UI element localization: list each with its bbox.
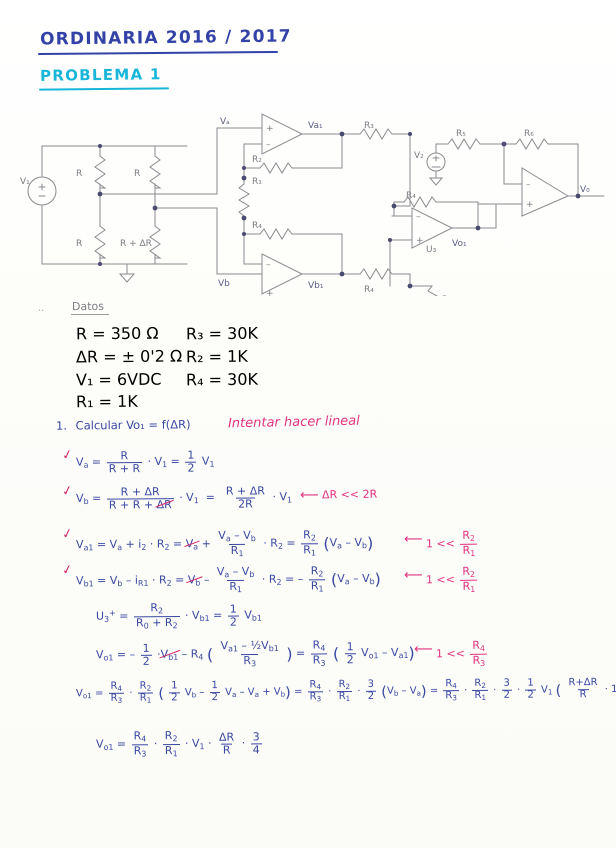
datos-right-0: R₃ = 30K: [185, 323, 259, 344]
arrow-vb: ⟵: [300, 488, 319, 503]
svg-text:+: +: [416, 236, 424, 246]
label-r3: R₃: [364, 121, 374, 131]
label-r6: R₆: [524, 129, 534, 139]
label-out-b1: Vb₁: [308, 281, 324, 291]
label-r-bottom-right: R + ΔR: [120, 239, 152, 249]
label-r1: R₁: [252, 177, 262, 187]
label-r4-bottom: R₄: [364, 285, 374, 295]
label-r-top-left: R: [76, 169, 82, 179]
question-text: Calcular Vo₁ = f(ΔR): [75, 417, 191, 433]
svg-text:+: +: [266, 124, 274, 134]
question-note: Intentar hacer lineal: [227, 413, 360, 432]
arrow-va1: ⟵: [404, 532, 423, 547]
label-r-bottom-left: R: [76, 239, 82, 249]
svg-text:–: –: [266, 140, 271, 150]
label-vo: V₀: [580, 185, 590, 195]
datos-right-1: R₂ = 1K: [185, 346, 248, 367]
svg-text:–: –: [266, 260, 271, 270]
svg-text:+: +: [266, 289, 274, 296]
label-r4-mid: R₄: [252, 221, 262, 231]
problem-title: PROBLEMA 1: [39, 65, 162, 85]
datos-heading-underline: [71, 314, 109, 315]
label-node-a: Vₐ: [220, 117, 230, 127]
label-r4-u3: R₄: [406, 191, 416, 201]
datos-left-2: V₁ = 6VDC: [75, 369, 162, 390]
arrow-vo1a: ⟵: [414, 642, 433, 657]
label-v1-source: V₁: [20, 177, 30, 187]
svg-text:–: –: [416, 212, 421, 222]
label-vo1: Vo₁: [452, 239, 467, 249]
datos-left-0: R = 350 Ω: [75, 323, 159, 344]
datos-left-3: R₁ = 1K: [75, 391, 138, 412]
label-r5: R₅: [456, 129, 466, 139]
label-r2-top: R₂: [252, 155, 262, 165]
label-u3: U₃: [426, 245, 437, 255]
label-out-a1: Va₁: [308, 121, 323, 131]
question-1: 1. Calcular Vo₁ = f(ΔR): [56, 417, 191, 432]
label-r-top-right: R: [134, 169, 140, 179]
arrow-vb1: ⟵: [404, 568, 423, 583]
exam-title: ORDINARIA 2016 / 2017: [39, 26, 292, 50]
margin-mark: ··: [38, 306, 45, 317]
datos-right-2: R₄ = 30K: [185, 369, 259, 390]
datos-left-1: ΔR = ± 0'2 Ω: [75, 346, 183, 367]
note-vb: ΔR << 2R: [321, 487, 378, 502]
svg-text:–: –: [526, 180, 531, 190]
circuit-diagram: R R R R + ΔR V₁: [12, 106, 608, 296]
label-node-b: Vb: [218, 279, 230, 289]
datos-heading: Datos: [71, 299, 105, 314]
svg-text:+: +: [526, 200, 534, 210]
label-v2: V₂: [414, 151, 424, 161]
question-number: 1.: [55, 418, 68, 433]
label-r2-gnd: R₂: [442, 295, 452, 296]
